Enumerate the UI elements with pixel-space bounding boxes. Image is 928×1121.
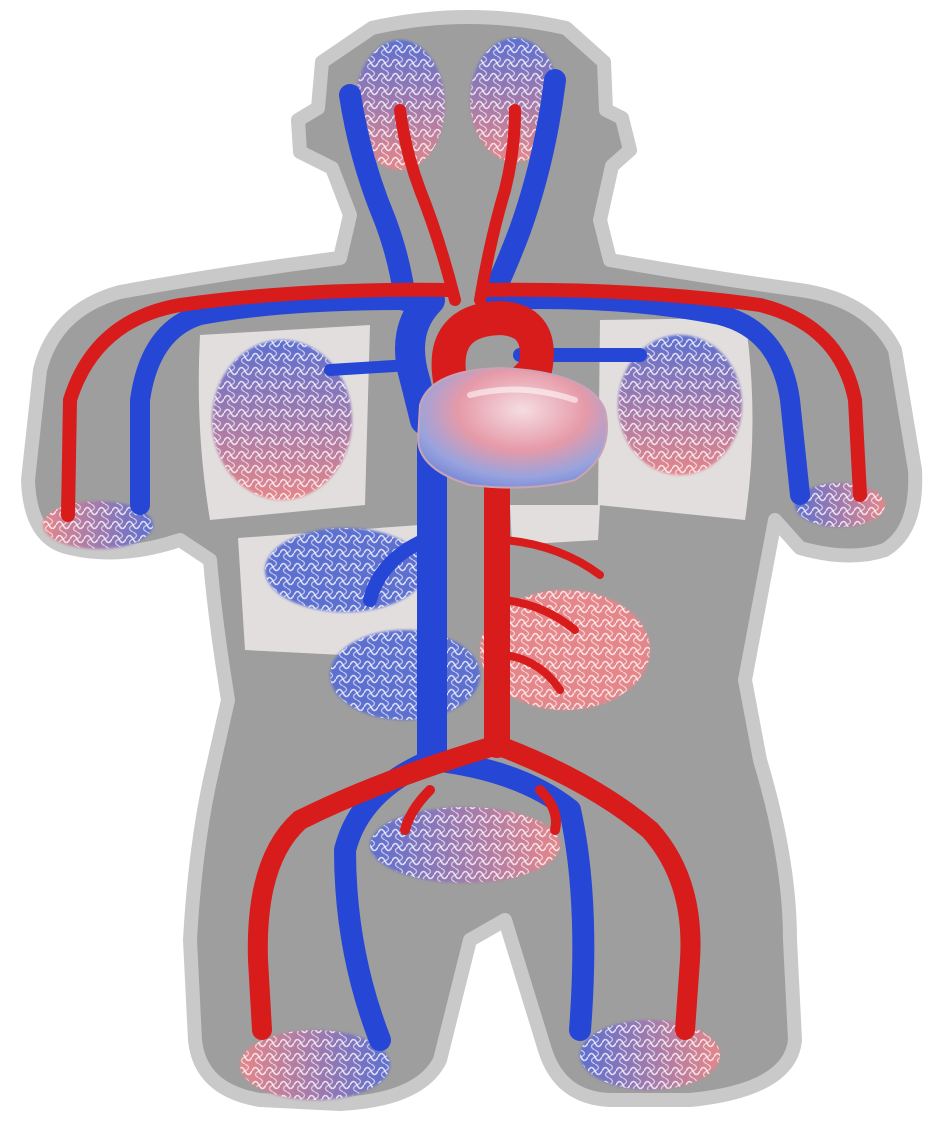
heart [418, 368, 607, 488]
left-pulmonary-vein [330, 365, 410, 370]
body-silhouette [28, 17, 915, 1104]
heart-shape [418, 368, 607, 488]
